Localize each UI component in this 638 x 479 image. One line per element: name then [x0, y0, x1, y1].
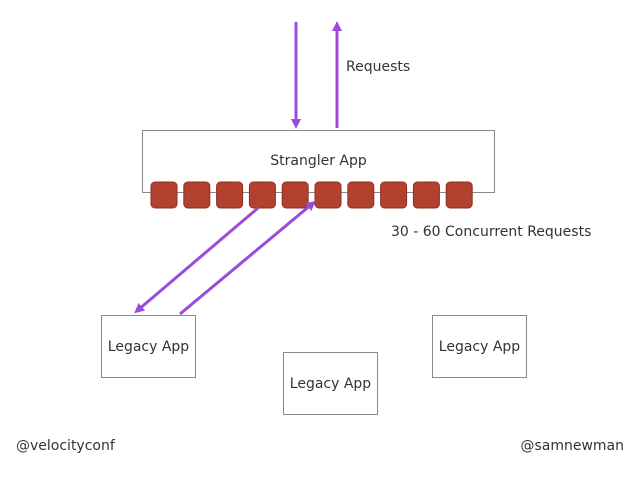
connection-slot [445, 181, 473, 209]
connection-slot [183, 181, 211, 209]
legacy-app-box-right: Legacy App [432, 315, 527, 378]
connection-slot [281, 181, 309, 209]
connection-slot [248, 181, 276, 209]
legacy-app-box-left: Legacy App [101, 315, 196, 378]
connection-slot [216, 181, 244, 209]
legacy-app-label-left: Legacy App [107, 338, 190, 355]
legacy-app-label-right: Legacy App [438, 338, 521, 355]
samnewman-handle: @samnewman [520, 438, 624, 454]
legacy-app-box-middle: Legacy App [283, 352, 378, 415]
legacy-request-arrow [134, 206, 259, 314]
connection-slot [314, 181, 342, 209]
legacy-response-arrow [179, 200, 316, 316]
legacy-app-label-middle: Legacy App [289, 375, 372, 392]
connection-slot [150, 181, 178, 209]
concurrent-requests-label: 30 - 60 Concurrent Requests [391, 224, 592, 240]
connection-slot [347, 181, 375, 209]
connection-slot [380, 181, 408, 209]
connection-slot [412, 181, 440, 209]
strangler-app-label: Strangler App [270, 153, 367, 169]
requests-label: Requests [346, 59, 411, 75]
velocityconf-handle: @velocityconf [16, 438, 115, 454]
